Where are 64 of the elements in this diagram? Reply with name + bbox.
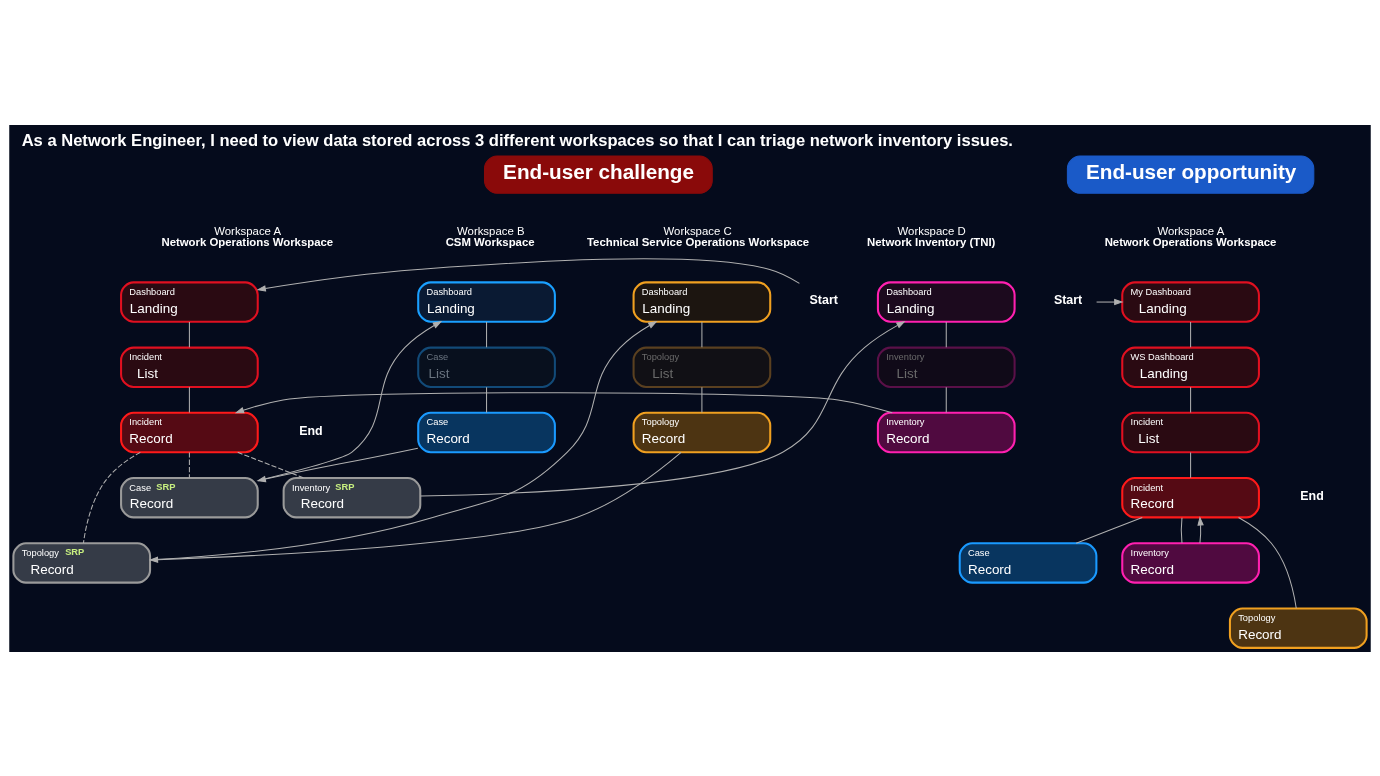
arrow: [1197, 515, 1204, 543]
connector: [945, 321, 947, 348]
connector: [82, 451, 141, 543]
label: Workspace B: [457, 224, 525, 237]
node-box: Dashboard Landing: [876, 280, 1016, 323]
connector: [1190, 321, 1192, 348]
label: End: [1300, 488, 1324, 503]
connector: [486, 321, 488, 348]
node-box: Topology Record: [1228, 606, 1368, 649]
connector: [237, 451, 305, 478]
connector: [188, 321, 190, 348]
arrow: [420, 320, 906, 497]
arrow: [234, 391, 893, 413]
connector: [1190, 451, 1192, 478]
node-text: Start: [809, 292, 838, 307]
arrow: [148, 451, 682, 563]
node-box: Inventory SRP Record: [282, 476, 422, 518]
node-box: Inventory Record: [1121, 541, 1260, 584]
connector: [945, 386, 947, 413]
diagram-title: As a Network Engineer, I need to view data stored across 3 different workspaces so that I can triage network inventory issues.: [21, 130, 1013, 149]
node-box: Dashboard Landing: [632, 280, 772, 323]
label: CSM Workspace: [445, 235, 535, 248]
label: Workspace D: [897, 224, 966, 237]
connector: [1075, 516, 1143, 544]
label: Network Operations Workspace: [1104, 235, 1277, 248]
label: Workspace A: [214, 224, 282, 237]
node-box: Case List: [417, 346, 556, 388]
connector: [701, 386, 703, 413]
node-box: Inventory Record: [876, 411, 1016, 453]
node-box: My Dashboard Landing: [1121, 280, 1260, 323]
node-box: End-user opportunity: [1066, 155, 1315, 194]
node-box: Incident List: [120, 346, 259, 388]
label: End: [299, 423, 323, 438]
arrow: [257, 320, 443, 481]
label: Workspace A: [1157, 224, 1225, 237]
node-box: Incident Record: [1121, 476, 1260, 518]
connector: [1190, 386, 1192, 413]
arrow: [256, 257, 800, 292]
label: Network Operations Workspace: [161, 235, 334, 248]
label: Technical Service Operations Workspace: [586, 235, 810, 248]
node-box: Topology Record: [632, 411, 772, 453]
node-box: Case Record: [417, 411, 556, 453]
label: Network Inventory (TNI): [867, 235, 996, 248]
node-box: Case Record: [958, 541, 1098, 584]
node-box: Dashboard Landing: [120, 280, 259, 323]
arrow: [1096, 298, 1124, 305]
arrow: [256, 447, 419, 482]
connector: [701, 321, 703, 348]
node-box: WS Dashboard Landing: [1121, 346, 1260, 388]
node-box: Incident Record: [120, 411, 259, 453]
node-box: Topology List: [632, 346, 772, 388]
node-box: End-user challenge: [483, 155, 713, 194]
label: Workspace C: [663, 224, 732, 237]
node-box: Inventory List: [876, 346, 1016, 388]
connector: [188, 386, 190, 413]
node-box: Dashboard Landing: [417, 280, 556, 323]
node-box: Case SRP Record: [120, 476, 259, 518]
connector: [1238, 516, 1297, 609]
connector: [1180, 516, 1183, 543]
connector: [486, 386, 488, 413]
node-box: Incident List: [1121, 411, 1260, 453]
connector: [188, 451, 190, 478]
node-text: Start: [1053, 292, 1083, 307]
node-box: Topology SRP Record: [12, 541, 152, 584]
